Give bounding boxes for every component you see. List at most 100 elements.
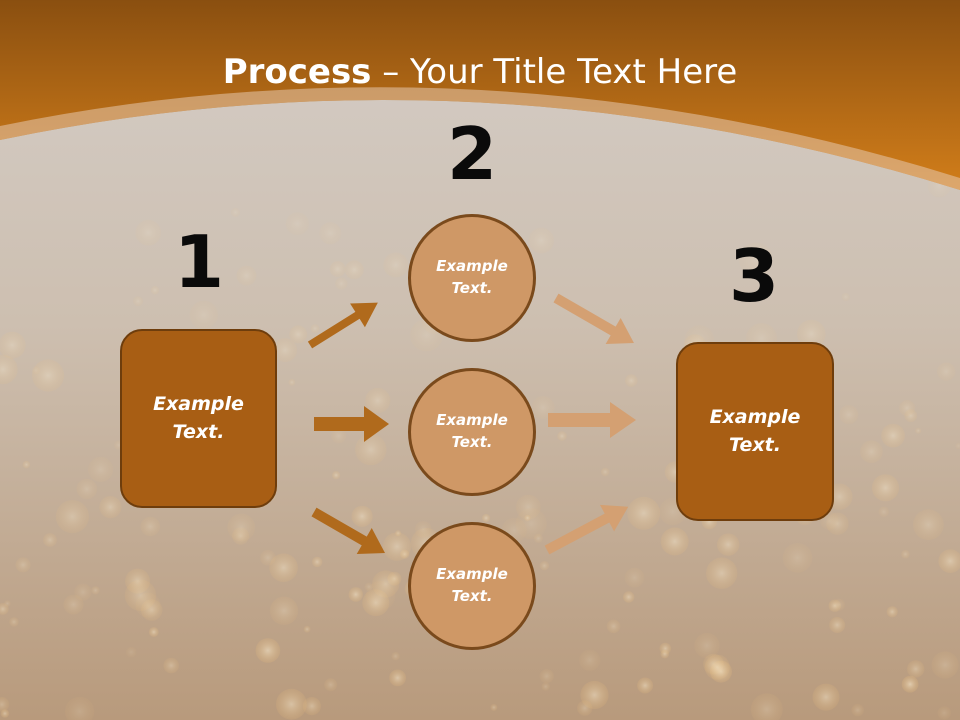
bokeh-dot xyxy=(269,553,298,582)
bokeh-dot xyxy=(557,431,567,441)
bokeh-dot xyxy=(458,154,478,174)
bokeh-dot xyxy=(76,478,98,500)
bokeh-dot xyxy=(348,587,363,602)
bokeh-dot xyxy=(365,580,396,611)
bokeh-dot xyxy=(899,400,916,416)
bokeh-dot xyxy=(915,427,922,434)
bokeh-dot xyxy=(579,649,601,671)
arrow-1-to-bottom xyxy=(311,507,386,554)
bokeh-dot xyxy=(797,319,826,349)
step-2-circle-bottom: Example Text. xyxy=(408,522,536,650)
bokeh-dot xyxy=(289,325,308,344)
bokeh-dot xyxy=(91,586,100,595)
bokeh-dot xyxy=(344,260,364,280)
bokeh-dot xyxy=(15,557,31,573)
bokeh-dot xyxy=(706,557,738,589)
bokeh-dot xyxy=(704,654,730,680)
bokeh-dot xyxy=(319,222,342,245)
bokeh-dot xyxy=(0,709,10,718)
bokeh-dot xyxy=(881,423,905,448)
bokeh-dot xyxy=(623,591,635,603)
bokeh-dot xyxy=(539,561,550,571)
bokeh-dot xyxy=(490,703,498,711)
bokeh-dot xyxy=(841,292,850,302)
bokeh-dot xyxy=(382,532,412,561)
bokeh-dot xyxy=(163,657,179,674)
bokeh-dot xyxy=(43,533,57,547)
bokeh-dot xyxy=(324,678,338,692)
bokeh-dot xyxy=(606,619,621,634)
bokeh-dot xyxy=(937,706,951,720)
step-2-circle-middle: Example Text. xyxy=(408,368,536,496)
bokeh-dot xyxy=(931,651,959,679)
step-1-box: Example Text. xyxy=(120,329,277,508)
bokeh-dot xyxy=(255,638,281,663)
bokeh-dot xyxy=(782,543,813,573)
bokeh-dot xyxy=(839,405,859,425)
bokeh-dot xyxy=(391,652,400,661)
bokeh-dot xyxy=(660,649,670,659)
step-2-middle-text: Example Text. xyxy=(436,411,508,451)
bokeh-dot xyxy=(541,682,550,691)
bokeh-dot xyxy=(812,683,840,711)
bokeh-dot xyxy=(65,696,95,720)
bokeh-dot xyxy=(955,442,960,450)
bokeh-dot xyxy=(625,374,638,388)
bokeh-dot xyxy=(577,700,593,716)
bokeh-dot xyxy=(524,514,531,522)
bokeh-dot xyxy=(694,633,720,659)
bokeh-dot xyxy=(302,697,321,716)
bokeh-dot xyxy=(140,516,161,537)
bokeh-dot xyxy=(878,506,890,518)
bokeh-dot xyxy=(365,387,391,414)
bokeh-dot xyxy=(230,207,241,217)
bokeh-dot xyxy=(750,693,783,720)
bokeh-dot xyxy=(937,362,956,381)
step-1-text: Example Text. xyxy=(153,392,244,443)
bokeh-dot xyxy=(938,549,960,573)
step-number-1: 1 xyxy=(173,220,225,304)
bokeh-dot xyxy=(88,456,114,482)
bokeh-dot xyxy=(335,277,348,290)
bokeh-dot xyxy=(148,627,159,637)
header-curve-highlight xyxy=(0,87,960,190)
bokeh-dot xyxy=(332,471,341,480)
bokeh-dot xyxy=(627,496,661,530)
bokeh-dot xyxy=(389,669,406,687)
title-bold: Process xyxy=(222,52,372,92)
bokeh-dot xyxy=(329,261,346,277)
bokeh-dot xyxy=(310,324,320,333)
bokeh-dot xyxy=(860,440,883,464)
slide-title: Process – Your Title Text Here xyxy=(0,52,960,92)
bokeh-dot xyxy=(637,677,654,694)
step-number-2: 2 xyxy=(446,112,498,196)
bokeh-dot xyxy=(74,583,92,601)
bokeh-dot xyxy=(22,460,31,469)
bokeh-dot xyxy=(133,296,144,307)
step-2-bottom-text: Example Text. xyxy=(436,565,508,605)
bokeh-dot xyxy=(227,513,256,542)
bokeh-dot xyxy=(660,527,689,556)
bokeh-dot xyxy=(331,428,347,444)
title-rest: – Your Title Text Here xyxy=(371,52,738,92)
bokeh-dot xyxy=(273,338,298,363)
bokeh-dot xyxy=(355,433,387,466)
step-3-box: Example Text. xyxy=(676,342,834,521)
bokeh-dot xyxy=(31,359,65,392)
bokeh-dot xyxy=(99,496,122,519)
bokeh-dot xyxy=(833,598,845,611)
bokeh-dot xyxy=(717,533,740,556)
bokeh-dot xyxy=(285,212,309,236)
bokeh-dot xyxy=(0,354,18,385)
bokeh-dot xyxy=(269,596,299,625)
bokeh-dot xyxy=(150,285,160,295)
bokeh-dot xyxy=(124,579,157,611)
bokeh-dot xyxy=(851,703,864,717)
arrow-1-to-middle xyxy=(314,406,389,442)
bokeh-dot xyxy=(135,219,162,246)
bokeh-dot xyxy=(31,366,40,375)
bokeh-dot xyxy=(829,617,846,633)
bokeh-dot xyxy=(414,521,432,538)
bokeh-dot xyxy=(0,603,9,615)
